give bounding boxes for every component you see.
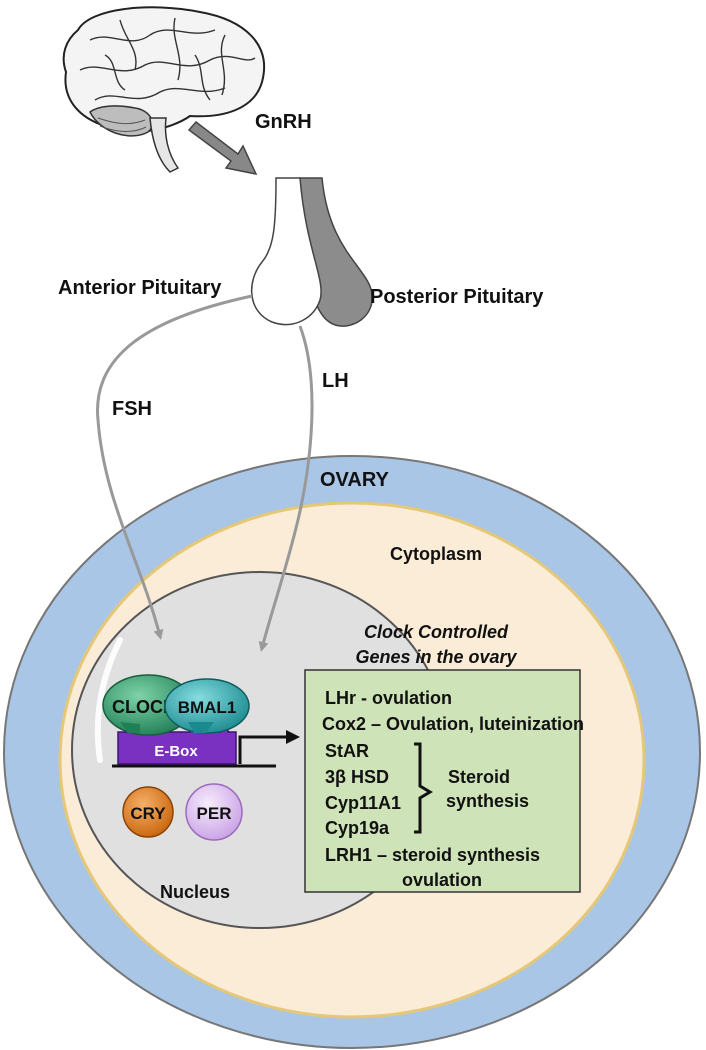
cry-label: CRY [130, 804, 166, 823]
pituitary-illustration [250, 177, 373, 327]
anterior-pituitary-label: Anterior Pituitary [58, 277, 222, 299]
steroid-group-line2: synthesis [446, 791, 529, 811]
clock-foot [120, 722, 140, 733]
steroid-group-line1: Steroid [448, 767, 510, 787]
steroid-brace [414, 742, 433, 834]
gene-cyp19a: Cyp19a [325, 818, 390, 838]
bmal1-foot [188, 722, 214, 733]
gene-cox2: Cox2 – Ovulation, luteinization [322, 714, 584, 734]
ovary-label: OVARY [320, 469, 390, 491]
gene-3b-hsd: 3β HSD [325, 767, 389, 787]
gnrh-arrow [187, 120, 258, 176]
fsh-arrow [96, 294, 253, 640]
gene-lrh1-line2: ovulation [402, 870, 482, 890]
clock-bmal1-complex: E-Box CLOCK BMAL1 [102, 674, 300, 768]
per-label: PER [197, 804, 232, 823]
transcription-arrow [238, 730, 300, 764]
gene-lhr: LHr - ovulation [325, 688, 452, 708]
gene-list-box: LHr - ovulation Cox2 – Ovulation, lutein… [304, 669, 584, 893]
cry-protein [122, 786, 174, 838]
gene-star: StAR [325, 741, 369, 761]
gene-box-background [304, 669, 581, 893]
lh-arrow [258, 325, 314, 652]
gene-cyp11a1: Cyp11A1 [325, 793, 401, 813]
bmal1-protein [164, 678, 250, 734]
gnrh-label: GnRH [255, 111, 312, 133]
ebox-label: E-Box [154, 743, 198, 760]
nucleus-highlight [94, 637, 123, 763]
brain-illustration [62, 6, 265, 173]
fsh-label: FSH [112, 398, 152, 420]
ccg-title-line2: Genes in the ovary [355, 647, 517, 667]
clock-label: CLOCK [112, 697, 176, 717]
bmal1-label: BMAL1 [178, 698, 237, 717]
lh-label: LH [322, 370, 349, 392]
nucleus-label: Nucleus [160, 882, 230, 902]
posterior-pituitary-label: Posterior Pituitary [370, 286, 544, 308]
gene-lrh1-line1: LRH1 – steroid synthesis [325, 845, 540, 865]
ccg-title-line1: Clock Controlled [364, 622, 509, 642]
per-protein [185, 783, 243, 841]
cytoplasm-label: Cytoplasm [390, 544, 482, 564]
